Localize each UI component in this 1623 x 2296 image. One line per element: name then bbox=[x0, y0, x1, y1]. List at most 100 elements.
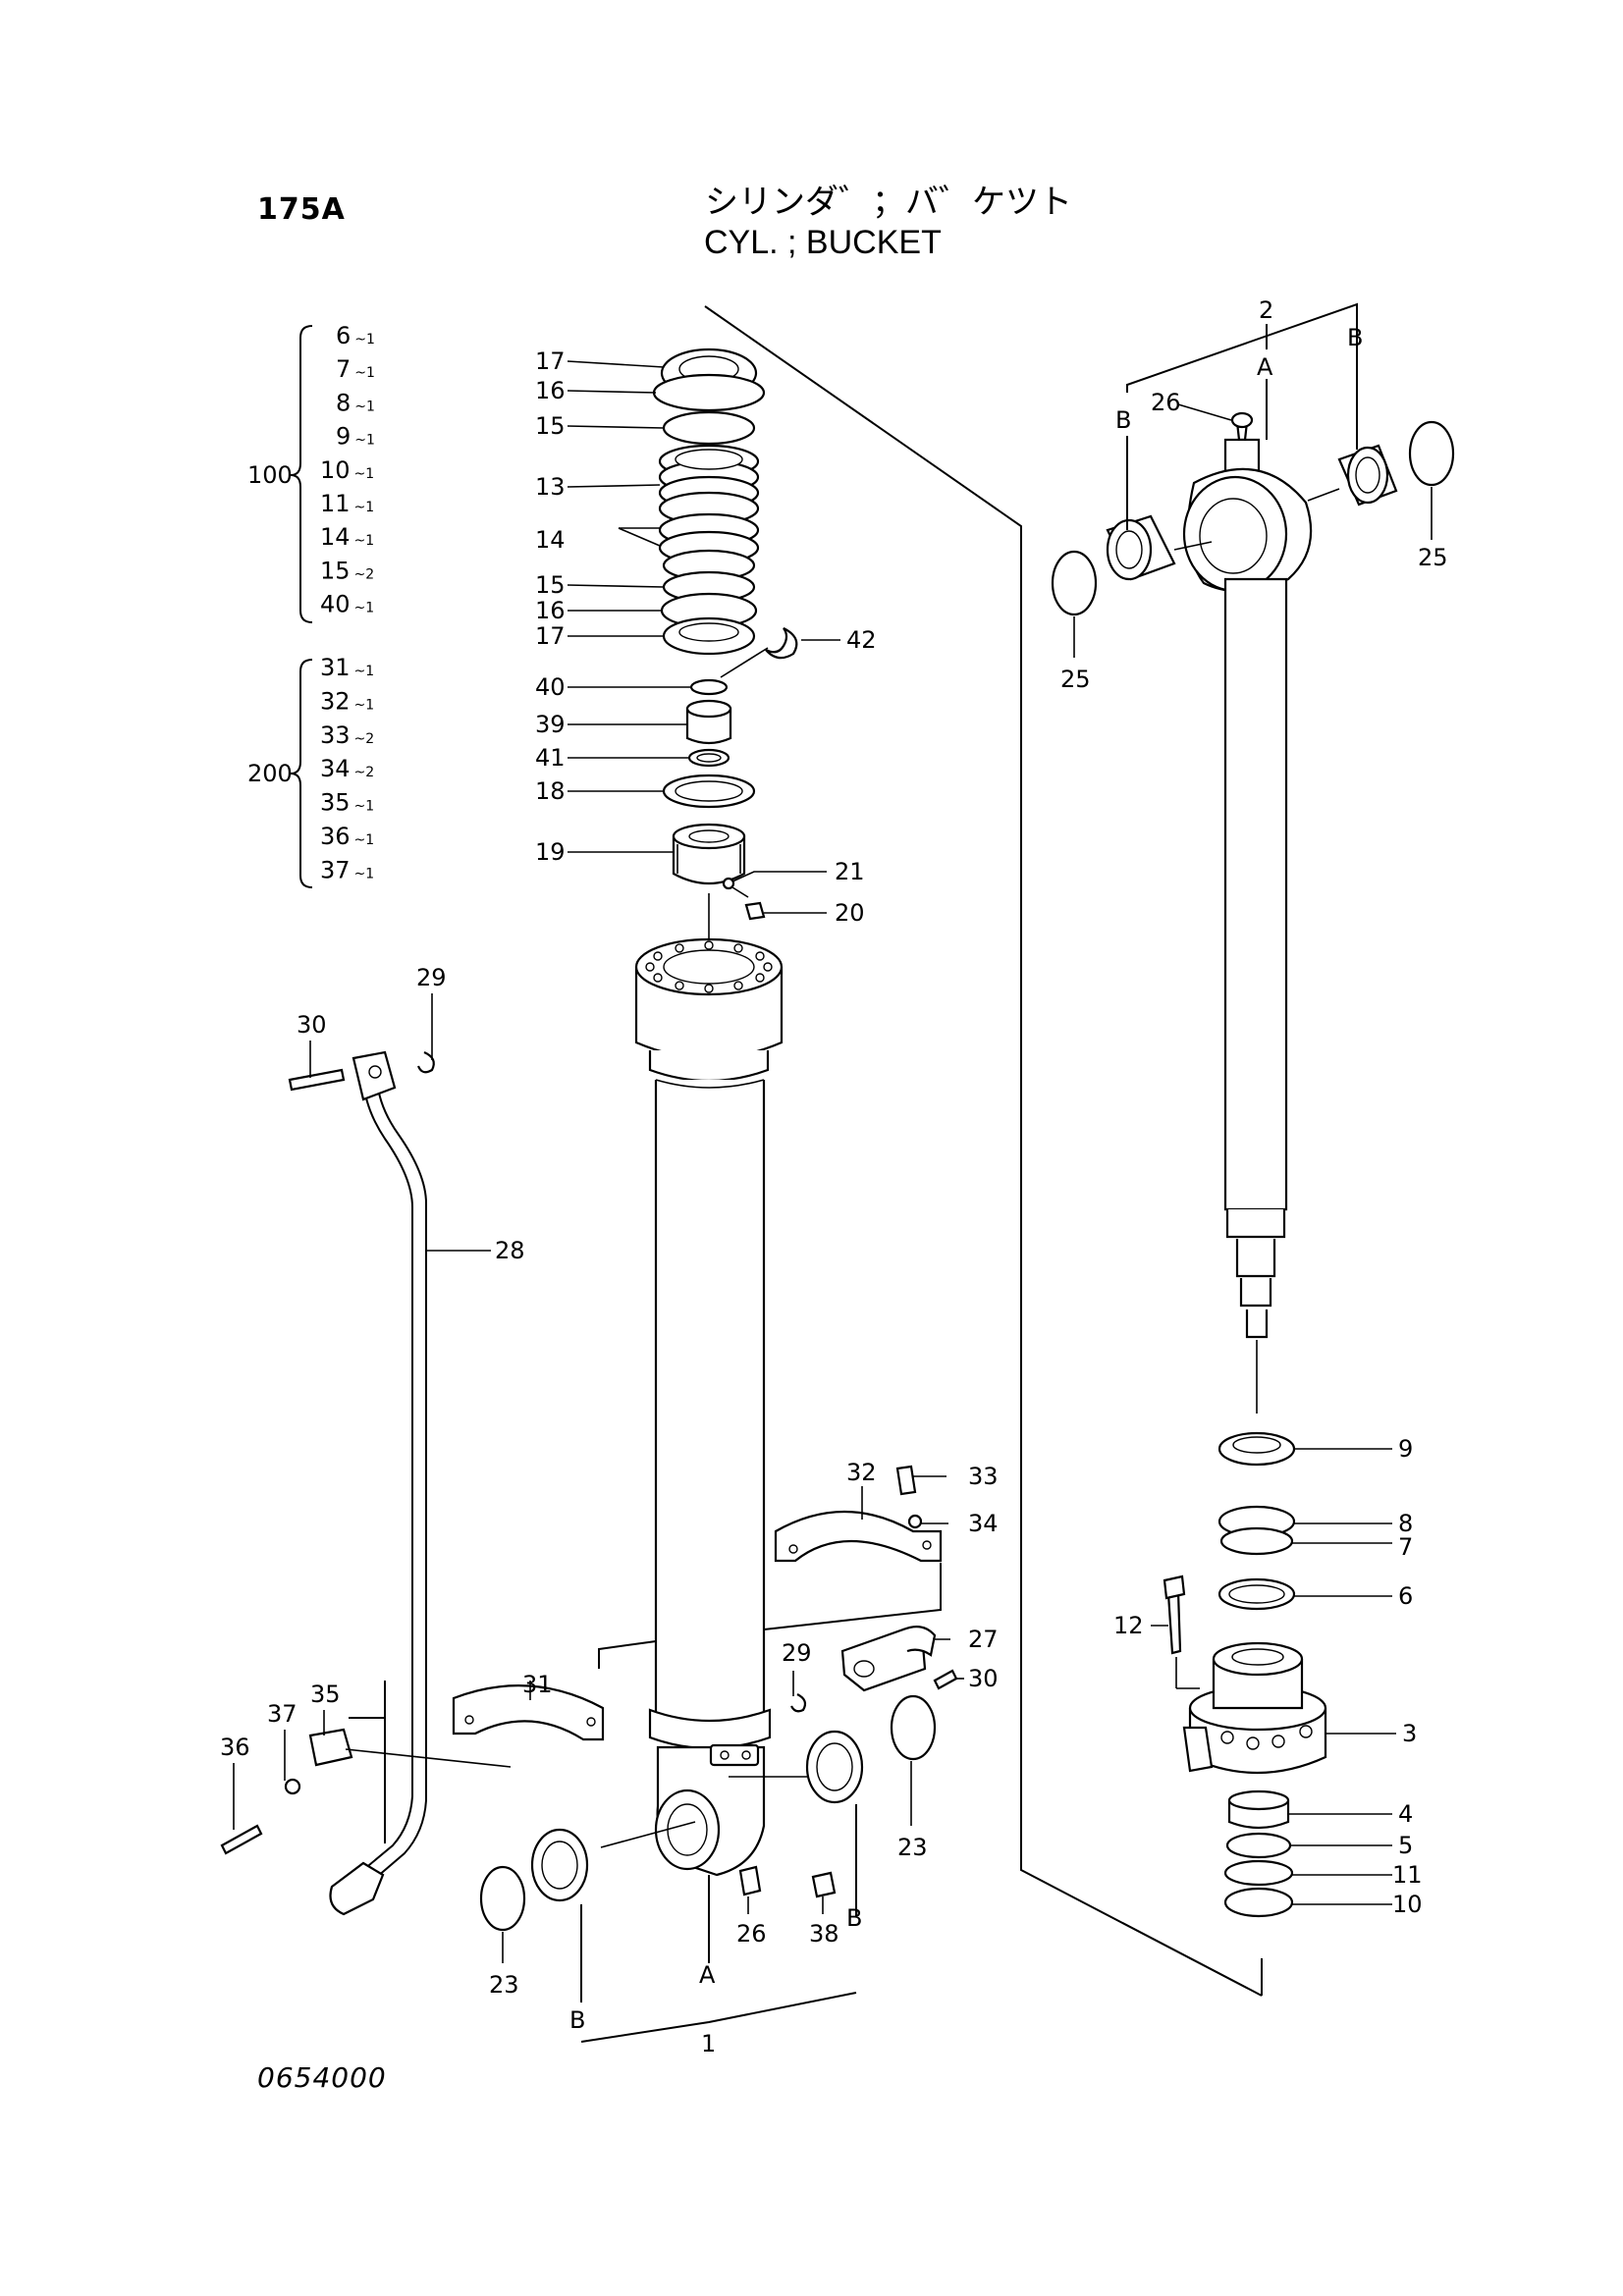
assembly-frame-line-right bbox=[704, 305, 1263, 1997]
grease-nipple-26-head bbox=[1230, 411, 1254, 429]
callout-26-top: 26 bbox=[1151, 389, 1181, 416]
seal-25-left bbox=[1051, 550, 1098, 616]
callout-37: 37 bbox=[267, 1700, 298, 1728]
callout-19: 19 bbox=[535, 838, 566, 866]
kit-200-item-32: 32~1 bbox=[320, 687, 374, 715]
bottom-eye-bore bbox=[667, 1803, 708, 1856]
leader-bushing-rod-left bbox=[1173, 541, 1213, 551]
callout-5: 5 bbox=[1398, 1832, 1413, 1859]
cover-port bbox=[1182, 1726, 1214, 1773]
bolt-12-head bbox=[1163, 1575, 1186, 1600]
tube-head-bolt-hole bbox=[653, 973, 663, 983]
callout-23-right: 23 bbox=[897, 1834, 928, 1861]
grease-plug-38 bbox=[811, 1871, 837, 1898]
callout-20: 20 bbox=[835, 899, 865, 927]
kit-200-item-36: 36~1 bbox=[320, 823, 374, 850]
callout-labels: 17 16 15 13 14 15 16 17 42 40 39 41 18 1… bbox=[220, 296, 1448, 2057]
piston-rod bbox=[1223, 577, 1288, 1211]
bolt-30-bottom bbox=[933, 1669, 958, 1690]
tube-body bbox=[654, 1080, 766, 1730]
tube-bracket-line bbox=[580, 1992, 857, 2043]
pipe-flange-27-port bbox=[853, 1660, 875, 1678]
callout-6: 6 bbox=[1398, 1582, 1413, 1610]
kit-200-item-34: 34~2 bbox=[320, 755, 374, 782]
bushing-b-left-bore bbox=[541, 1841, 578, 1890]
callout-a-top: A bbox=[1257, 353, 1273, 381]
set-screw-20 bbox=[744, 901, 766, 921]
pipe-28-inner bbox=[376, 1079, 427, 1878]
bushing-b-rod-right-bore bbox=[1355, 456, 1380, 494]
callout-39: 39 bbox=[535, 711, 566, 738]
callout-17-top: 17 bbox=[535, 347, 566, 375]
callout-36: 36 bbox=[220, 1734, 250, 1761]
callout-15-bottom: 15 bbox=[535, 571, 566, 599]
kit-100-item-7: 7~1 bbox=[336, 355, 375, 383]
bushing-4-top bbox=[1227, 1789, 1290, 1811]
bushing-b-right-bore bbox=[816, 1742, 853, 1791]
rod-cover-3-bore bbox=[1231, 1648, 1284, 1666]
tube-head-bolt-hole bbox=[645, 962, 655, 972]
callout-13: 13 bbox=[535, 473, 566, 501]
leader-ball-to-screw bbox=[731, 886, 749, 898]
o-ring-29-top bbox=[416, 1050, 435, 1074]
pipe-elbow-bottom bbox=[329, 1861, 385, 1916]
callout-8: 8 bbox=[1398, 1510, 1413, 1537]
tube-head-bolt-hole bbox=[755, 973, 765, 983]
kit-100-item-11: 11~1 bbox=[320, 490, 374, 517]
rod-thread-1 bbox=[1225, 1209, 1286, 1239]
callout-38: 38 bbox=[809, 1920, 839, 1948]
pipe-28-outer bbox=[362, 1079, 413, 1871]
callout-3: 3 bbox=[1402, 1720, 1417, 1747]
tube-head-bolt-hole bbox=[704, 940, 714, 950]
rod-thread-2 bbox=[1239, 1278, 1272, 1308]
clamp-block bbox=[709, 1743, 760, 1767]
clamp-32 bbox=[774, 1511, 943, 1563]
kit-200-code: 200 bbox=[247, 760, 293, 787]
steel-ball-21 bbox=[722, 877, 735, 890]
clamp-32-hole-1 bbox=[788, 1544, 798, 1554]
tube-head-bolt-hole bbox=[653, 951, 663, 961]
callout-14: 14 bbox=[535, 526, 566, 554]
callout-27: 27 bbox=[968, 1626, 999, 1653]
leader-bushing-left bbox=[600, 1821, 696, 1848]
clamp-31-hole-1 bbox=[464, 1715, 474, 1725]
kit-100-item-15: 15~2 bbox=[320, 557, 374, 584]
callout-17-bottom: 17 bbox=[535, 622, 566, 650]
kit-100-list: 100 6~17~18~19~110~111~114~115~240~1 bbox=[247, 322, 375, 623]
callout-9: 9 bbox=[1398, 1435, 1413, 1463]
cylinder-tube-assembly bbox=[634, 937, 784, 1877]
bolt-36 bbox=[220, 1824, 263, 1855]
clamp-32-link bbox=[763, 1563, 942, 1649]
tube-head-bolt-hole bbox=[733, 943, 743, 953]
callout-12: 12 bbox=[1113, 1612, 1144, 1639]
rod-eye-bore bbox=[1199, 498, 1268, 574]
tube-neck bbox=[648, 1050, 770, 1083]
bolt-33 bbox=[895, 1465, 917, 1496]
bottom-eye-parts bbox=[479, 1694, 937, 1932]
bushing-b-rod-left-bore bbox=[1115, 530, 1143, 569]
o-ring-29-bottom bbox=[790, 1693, 807, 1713]
kit-200-item-37: 37~1 bbox=[320, 856, 374, 883]
callout-a-bottom: A bbox=[699, 1961, 716, 1989]
pipe-flange-top-hole bbox=[368, 1065, 382, 1079]
callout-42: 42 bbox=[846, 626, 877, 654]
callout-11: 11 bbox=[1392, 1861, 1423, 1889]
tube-head-bolt-hole bbox=[704, 984, 714, 993]
title-japanese: シリンダ゛；バ゛ケツト bbox=[705, 183, 1072, 222]
clamp-parts bbox=[220, 1465, 958, 1855]
seal-stack bbox=[652, 347, 798, 957]
callout-33: 33 bbox=[968, 1463, 999, 1490]
ring-40 bbox=[689, 678, 729, 696]
ring-16-top bbox=[652, 373, 766, 412]
title-english: CYL. ; BUCKET bbox=[704, 224, 942, 261]
callout-4: 4 bbox=[1398, 1800, 1413, 1828]
clamp-block-hole-1 bbox=[720, 1750, 730, 1760]
callout-b-left: B bbox=[569, 2006, 585, 2034]
bushing-39-top bbox=[685, 699, 732, 719]
callout-15-top: 15 bbox=[535, 412, 566, 440]
kit-200-item-33: 33~2 bbox=[320, 721, 374, 749]
kit-200-item-31: 31~1 bbox=[320, 654, 374, 681]
bolt-30-top bbox=[288, 1068, 346, 1092]
washer-34 bbox=[907, 1514, 923, 1529]
